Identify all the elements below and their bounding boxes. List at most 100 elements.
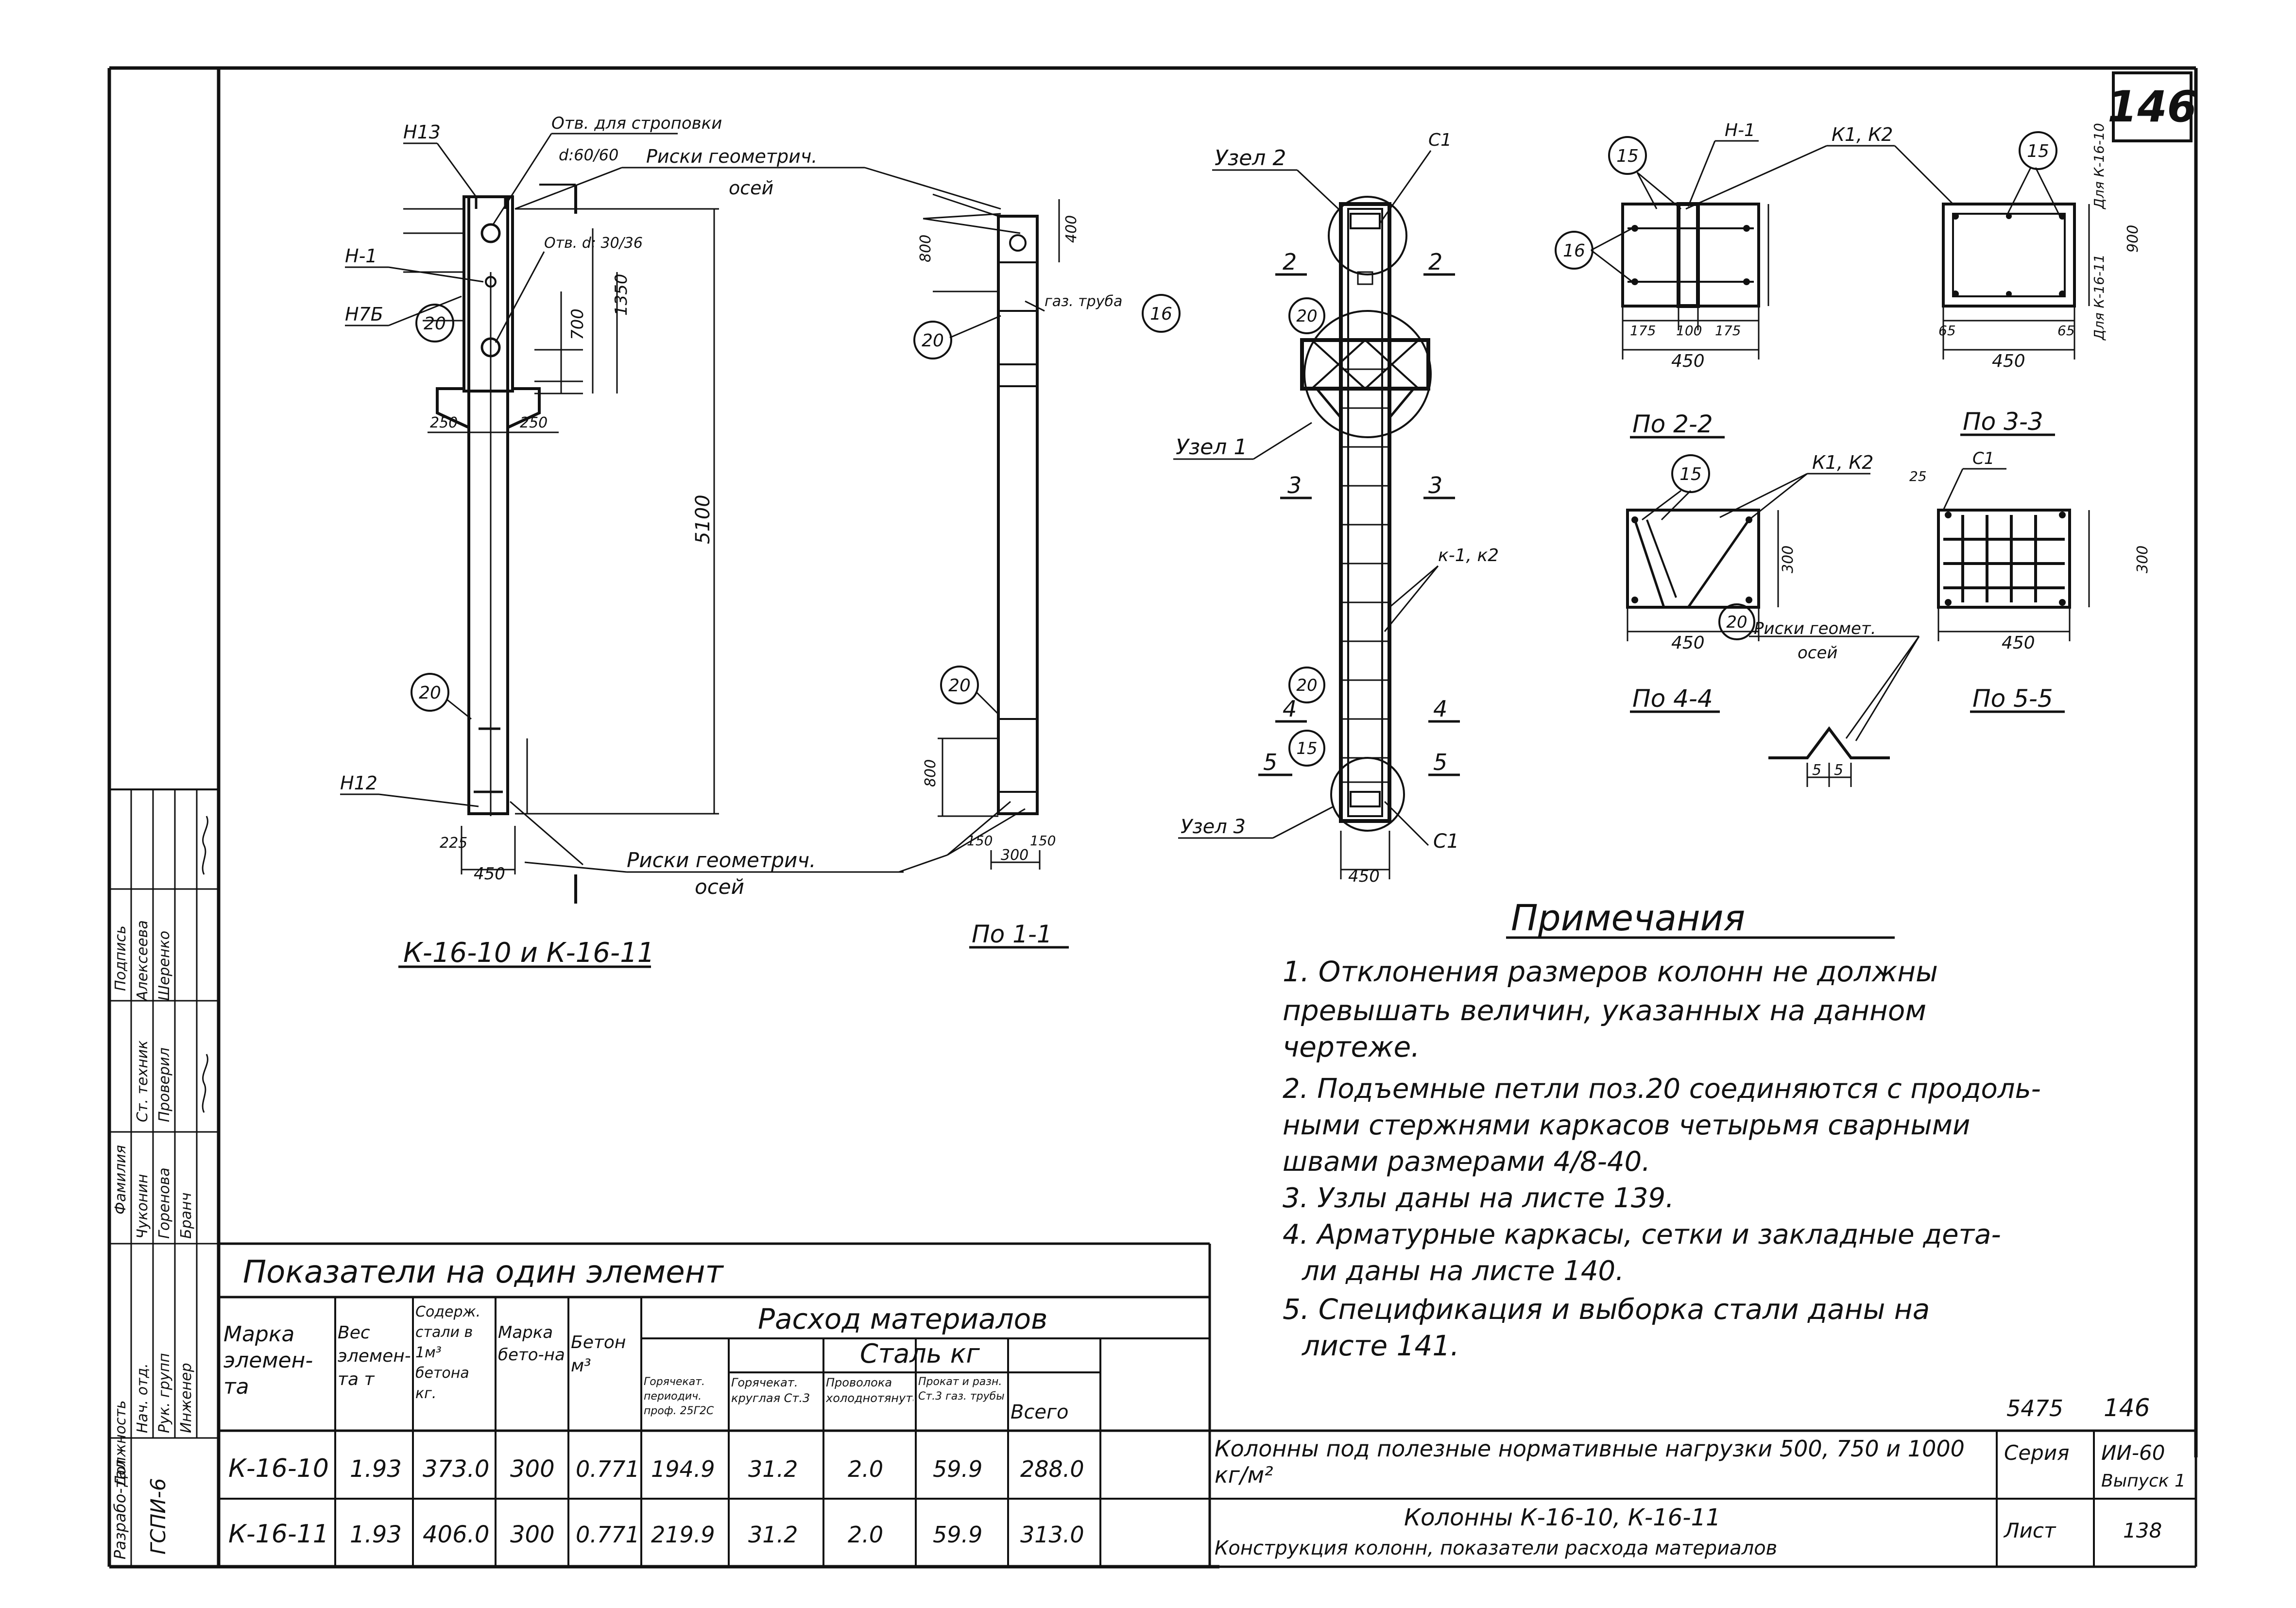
side-row-5-name: Бранч: [178, 1193, 195, 1239]
view-title-k16: К-16-10 и К-16-11: [403, 937, 654, 969]
side-signature-2: [202, 1054, 208, 1113]
callout-20-b: 20: [411, 673, 472, 720]
dim-150-left: 150: [967, 833, 993, 849]
row2-round: 31.2: [748, 1522, 798, 1548]
reinforcement-cage-view: С1 С1 к-1, к2 Узел 2 Узел 1 Узел 3 2 2 3…: [1173, 130, 1499, 886]
dim-250-right: 250: [520, 414, 548, 431]
dim-5-right: 5: [1834, 762, 1843, 779]
label-geom-axes-3: осей: [1798, 643, 1838, 663]
section-2-2: 175 100 175 450 Н-1 К1, К2 По 2-2: [1621, 120, 1954, 439]
view-title-section-3-3: По 3-3: [1963, 408, 2043, 436]
side-signature-1: [202, 816, 208, 875]
side-row-3-name: Чуконин: [134, 1174, 151, 1239]
dim-65-left: 65: [1938, 323, 1956, 339]
note-line-6: швами размерами 4/8-40.: [1283, 1146, 1650, 1178]
note-line-4: 2. Подъемные петли поз.20 соединяются с …: [1283, 1073, 2041, 1105]
callout-20-a: 20: [415, 304, 454, 342]
note-line-7: 3. Узлы даны на листе 139.: [1283, 1182, 1674, 1214]
callout-15-s22: 15: [1608, 136, 1681, 210]
row2-wire: 2.0: [848, 1522, 883, 1548]
callout-20-cage-a: 20: [1288, 297, 1325, 334]
row2-concrete: 0.771: [576, 1522, 640, 1548]
stamp-series-value: ИИ-60: [2101, 1441, 2165, 1465]
row2-weight: 1.93: [350, 1521, 402, 1548]
notes-title: Примечания: [1511, 897, 1745, 939]
svg-text:15: 15: [1616, 146, 1639, 166]
dim-175-right: 175: [1715, 323, 1741, 339]
label-geom-axes-2: осей: [695, 875, 744, 899]
label-n1-s22: Н-1: [1725, 120, 1755, 140]
title-stamp: Колонны под полезные нормативные нагрузк…: [1210, 1429, 2197, 1568]
dim-450-tr: 450: [1992, 351, 2025, 371]
row1-wire: 2.0: [848, 1456, 883, 1482]
th-weight: Вес элемен-та т: [338, 1323, 411, 1389]
section-1-1: 800 400 800 150 150 300 газ. труба По 1-…: [898, 193, 1122, 949]
callout-20-c: 20: [940, 666, 999, 715]
row1-concrete: 0.771: [576, 1456, 640, 1482]
dim-250-left: 250: [430, 414, 458, 431]
note-line-10: 5. Спецификация и выборка стали даны на: [1283, 1293, 1930, 1326]
table-header-consumption: Расход материалов: [758, 1302, 1047, 1335]
note-line-9: ли даны на листе 140.: [1302, 1255, 1624, 1287]
stamp-project-title: Колонны под полезные нормативные нагрузк…: [1215, 1436, 1965, 1488]
cut-mark-1-top: [539, 184, 577, 214]
th-periodic: Горячекат. периодич. проф. 25Г2С: [644, 1376, 714, 1417]
dim-450-s22: 450: [1671, 351, 1705, 371]
th-total: Всего: [1011, 1401, 1069, 1423]
row2-mark: К-16-11: [228, 1520, 329, 1549]
stamp-sheet-title: Колонны К-16-10, К-16-11: [1404, 1504, 1721, 1531]
label-c1-bottom: С1: [1433, 830, 1459, 853]
th-concrete: Бетон м³: [571, 1333, 626, 1376]
svg-text:20: 20: [948, 676, 971, 696]
side-row-2-name: Шеренко: [156, 931, 173, 1001]
callout-20-s44: 20: [1718, 603, 1755, 640]
table-title: Показатели на один элемент: [243, 1254, 724, 1290]
stamp-series-label: Серия: [2004, 1441, 2069, 1465]
note-line-1: 1. Отклонения размеров колонн не должны: [1283, 955, 1938, 988]
note-line-5: ными стержнями каркасов четырьмя сварным…: [1283, 1110, 1970, 1141]
dim-5100: 5100: [692, 495, 714, 544]
dim-450-cage: 450: [1348, 867, 1380, 886]
side-org: ГСПИ-6: [146, 1478, 170, 1555]
side-note-1: Для К-16-10: [2091, 123, 2107, 210]
th-grade: Марка бето-на: [498, 1323, 565, 1365]
label-hole-sling: Отв. для строповки: [551, 114, 722, 133]
view-title-section-5-5: По 5-5: [1972, 684, 2053, 713]
view-title-section-2-2: По 2-2: [1632, 410, 1713, 438]
label-geom-marks: Риски геометрич.: [646, 146, 817, 167]
label-n13: Н13: [403, 121, 441, 143]
svg-text:20: 20: [1296, 676, 1317, 695]
dim-300-s33: 300: [2134, 546, 2151, 573]
cut-4-right: 4: [1433, 696, 1447, 722]
callout-16-a: 16: [1142, 294, 1181, 333]
view-title-section-1-1: По 1-1: [972, 920, 1052, 948]
materials-table: Показатели на один элемент Расход матери…: [219, 1242, 1211, 1567]
svg-text:20: 20: [1296, 307, 1317, 326]
page-number-box: 146: [2108, 71, 2197, 142]
side-developed: Разрабо-тал: [111, 1460, 129, 1559]
label-node-2: Узел 2: [1215, 146, 1286, 171]
table-header-steel: Сталь кг: [860, 1338, 980, 1369]
label-k1k2-cage: к-1, к2: [1438, 546, 1499, 565]
cut-3-right: 3: [1428, 472, 1442, 498]
row1-total: 288.0: [1020, 1456, 1084, 1482]
label-k1k2-s44: К1, К2: [1812, 452, 1873, 473]
label-c1-s33: С1: [1972, 449, 1994, 468]
side-row-1-role: Ст. техник: [134, 1041, 151, 1122]
node-2-circle: [1328, 196, 1407, 275]
side-col-header-3: Подпись: [112, 925, 129, 991]
dim-400: 400: [1063, 215, 1080, 243]
callout-15-s44: 15: [1642, 454, 1710, 521]
svg-text:16: 16: [1563, 241, 1585, 261]
label-c1-top: С1: [1428, 130, 1452, 150]
svg-text:20: 20: [424, 314, 446, 334]
row1-mark: К-16-10: [228, 1454, 329, 1483]
side-row-2-role: Проверил: [156, 1047, 173, 1122]
row1-grade: 300: [510, 1455, 555, 1483]
table-row: К-16-11 1.93 406.0 300 0.771 219.9 31.2 …: [228, 1520, 1084, 1549]
bottom-number-1: 5475: [2006, 1395, 2063, 1421]
column-elevation-k16: 5100 1350 700 250 250 225 450 Н13 Н-1 Н7…: [340, 114, 1001, 969]
row1-round: 31.2: [748, 1456, 798, 1482]
dim-700: 700: [568, 308, 587, 340]
